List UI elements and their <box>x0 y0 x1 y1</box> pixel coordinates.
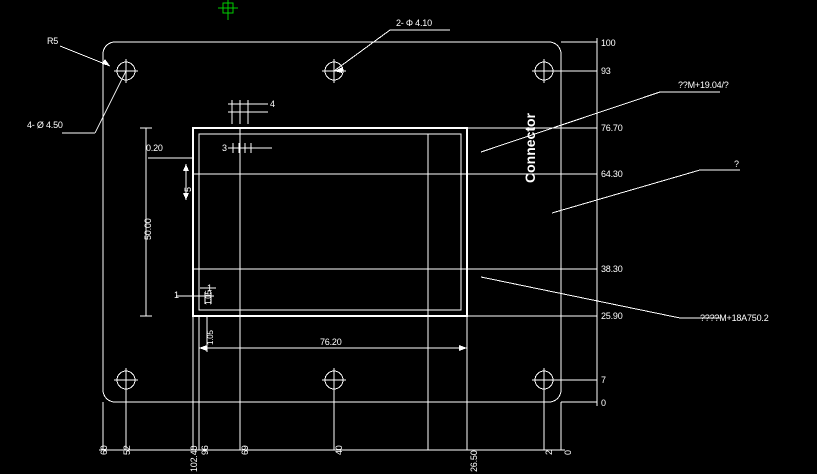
bottom-dim-7: 2 <box>544 450 554 455</box>
right-dim-2: 76.70 <box>601 123 623 133</box>
mounting-hole-bottom-right <box>532 368 556 392</box>
label-dim-5: 5 <box>183 187 193 192</box>
leader-r5-arrow <box>102 59 110 66</box>
label-part-right: ? <box>734 159 739 169</box>
right-dim-6: 7 <box>601 375 606 385</box>
window-cutout-outer <box>192 127 468 317</box>
window-cutout-inner <box>198 133 462 311</box>
mounting-hole-bottom-mid <box>322 368 346 392</box>
dim-7620-arrow-l <box>199 345 207 351</box>
dim-5-arrow-top <box>183 164 189 171</box>
label-dim-7620: 76.20 <box>320 337 342 347</box>
bottom-dim-2: 102.40 <box>189 445 199 472</box>
right-dim-3: 64.30 <box>601 169 623 179</box>
label-hole-4x: 4- Ø 4.50 <box>27 120 63 130</box>
label-dim-105-b: 1.05 <box>206 330 215 345</box>
bottom-dim-0: 60 <box>99 445 109 455</box>
right-dim-1: 93 <box>601 66 611 76</box>
bottom-dim-8: 0 <box>563 450 573 455</box>
label-dim-5000: 50.00 <box>143 218 153 240</box>
bottom-dim-4: 69 <box>240 445 250 455</box>
leader-hole2x-2 <box>333 29 391 72</box>
bottom-dim-6: 26.50 <box>469 450 479 472</box>
label-dim-1: 1 <box>174 290 179 300</box>
leader-part-right <box>551 169 701 214</box>
right-dim-4: 38.30 <box>601 264 623 274</box>
mounting-hole-bottom-left <box>114 368 138 392</box>
dim-7620-arrow-r <box>459 345 467 351</box>
label-dim-4: 4 <box>270 99 275 109</box>
plate-outline <box>102 41 562 403</box>
label-dim-1b: 1 <box>207 283 212 293</box>
right-dim-5: 25.90 <box>601 311 623 321</box>
bottom-dim-5: 40 <box>334 445 344 455</box>
mounting-hole-top-right <box>532 59 556 83</box>
bottom-dim-3: 96 <box>200 445 210 455</box>
right-dim-7: 0 <box>601 398 606 408</box>
label-radius: R5 <box>47 36 59 46</box>
leader-part-top <box>480 91 661 153</box>
dim-5-arrow-bot <box>183 193 189 200</box>
label-part-bottom: ????M+18A750.2 <box>700 313 769 323</box>
leader-part-bottom <box>480 276 681 319</box>
label-hole-2x: 2- Φ 4.10 <box>396 18 432 28</box>
label-dim-020: 0.20 <box>146 143 163 153</box>
leader-hole2x-arrow <box>334 67 343 73</box>
crosshair-marker <box>218 0 238 20</box>
leader-r5 <box>59 45 111 67</box>
bottom-dim-1: 52 <box>122 445 132 455</box>
label-dim-3: 3 <box>222 143 227 153</box>
label-part-top: ??M+19.04/? <box>678 80 729 90</box>
label-connector: Connector <box>522 113 538 183</box>
right-dim-0: 100 <box>601 38 616 48</box>
leader-hole4x-2 <box>94 70 127 134</box>
label-dim-105-a: 1.05 <box>204 290 213 305</box>
